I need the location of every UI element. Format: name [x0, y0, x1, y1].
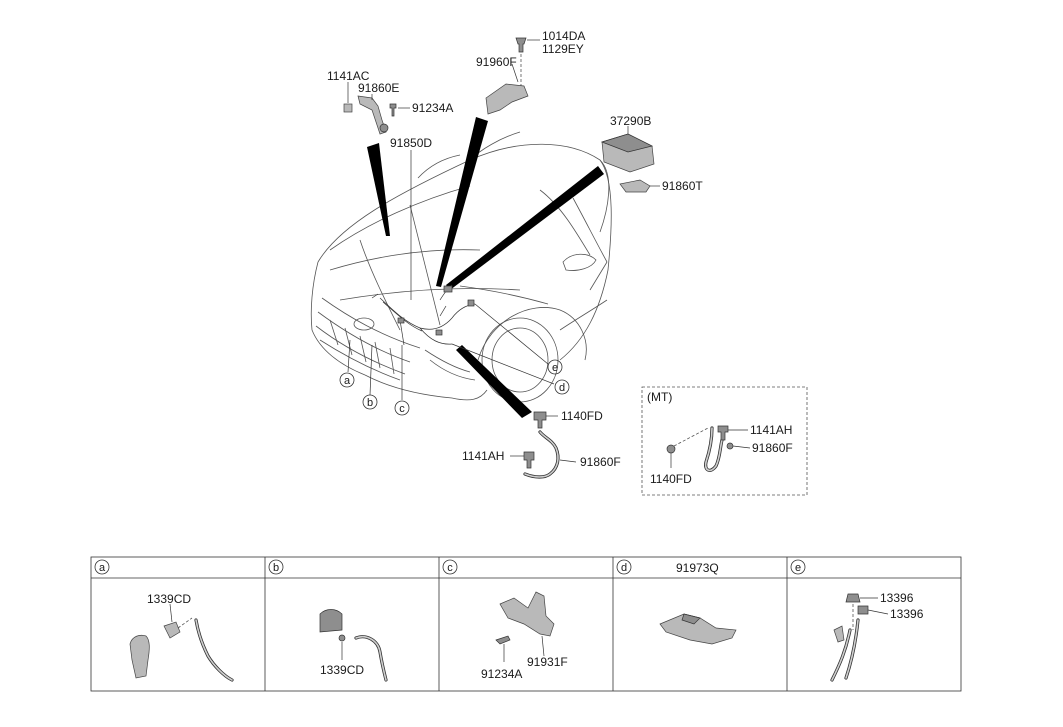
cell-d-letter: d [621, 562, 627, 574]
label-1014da: 1014DA [542, 29, 585, 43]
cell-d-heading: 91973Q [676, 561, 719, 575]
cell-e-letter: e [795, 562, 801, 574]
cell-e-nut-2 [857, 605, 869, 615]
mt-variant-box: (MT) 1141AH 91860F 1140FD [641, 386, 808, 496]
label-1141ac: 1141AC [327, 69, 370, 83]
bolt-1014da [515, 37, 527, 53]
wedge-91860f [456, 345, 532, 418]
cluster-91860e: 1141AC 91860E 91234A 91850D [327, 69, 453, 300]
marker-c [394, 400, 410, 416]
cable-91860t [619, 179, 651, 193]
mt-title: (MT) [647, 390, 672, 404]
label-91860t: 91860T [662, 179, 703, 193]
label-1129ey: 1129EY [542, 42, 584, 56]
label-91860e: 91860E [358, 81, 399, 95]
bolt-1141ac [343, 103, 353, 113]
marker-a [339, 372, 355, 388]
marker-e-label: e [552, 362, 558, 374]
bracket-91960f [485, 83, 529, 115]
label-37290b: 37290B [610, 114, 651, 128]
cell-e-cable-2 [844, 618, 860, 680]
car-outline [310, 131, 612, 403]
cell-c-letter: c [447, 562, 453, 574]
wedge-37290b [446, 166, 604, 290]
marker-c-label: c [399, 403, 405, 415]
cluster-91960f: 1014DA 1129EY 91960F [476, 29, 585, 115]
label-1141ah: 1141AH [462, 449, 504, 463]
cell-a-cable [194, 618, 234, 682]
bolt-1141ah [523, 451, 535, 469]
cluster-91860f: 1140FD 1141AH 91860F [462, 409, 621, 479]
cell-e-nut-1 [845, 593, 861, 603]
cell-a-part-1339cd: 1339CD [147, 592, 191, 606]
bolt-91234a-top [389, 103, 397, 117]
engine-bay-harness [371, 284, 476, 346]
cell-c-part-91931f: 91931F [527, 655, 568, 669]
label-91850d: 91850D [390, 136, 432, 150]
cell-c-part-91234a: 91234A [481, 667, 522, 681]
mt-label-1141ah: 1141AH [750, 423, 792, 437]
cell-c-bracket [499, 591, 555, 637]
mt-label-91860f: 91860F [752, 441, 793, 455]
cell-a-boot [129, 634, 150, 679]
mt-bolt-1140fd [666, 444, 676, 454]
cell-e-part-13396-1: 13396 [880, 591, 914, 605]
cable-91860e [357, 95, 387, 135]
marker-d-label: d [559, 382, 565, 394]
location-markers: a b c d e [339, 303, 570, 416]
cell-b-part-1339cd: 1339CD [320, 663, 364, 677]
marker-b-label: b [367, 397, 373, 409]
pointer-wedges [367, 117, 604, 418]
cell-b-letter: b [273, 562, 279, 574]
label-91860f: 91860F [580, 455, 621, 469]
cluster-37290b: 37290B 91860T [600, 114, 703, 193]
cell-a-letter: a [99, 562, 106, 574]
marker-d [554, 379, 570, 395]
cell-c-bolt [495, 635, 511, 645]
label-91234a-top: 91234A [412, 101, 453, 115]
detail-table: a b c d 91973Q e 1339CD 1339CD 91234A 91… [90, 556, 962, 692]
cell-e-part-13396-2: 13396 [890, 607, 924, 621]
bolt-1140fd [533, 411, 547, 429]
mt-label-1140fd: 1140FD [650, 472, 692, 486]
label-91960f: 91960F [476, 55, 517, 69]
wedge-91960f [436, 117, 488, 287]
label-1140fd: 1140FD [561, 409, 603, 423]
marker-b [362, 394, 378, 410]
mt-bolt-1141ah [717, 425, 729, 441]
wedge-91860e [367, 143, 390, 236]
cell-b-block [319, 609, 343, 633]
cell-a-clamp [163, 621, 181, 639]
marker-e [547, 359, 563, 375]
marker-a-label: a [344, 375, 351, 387]
